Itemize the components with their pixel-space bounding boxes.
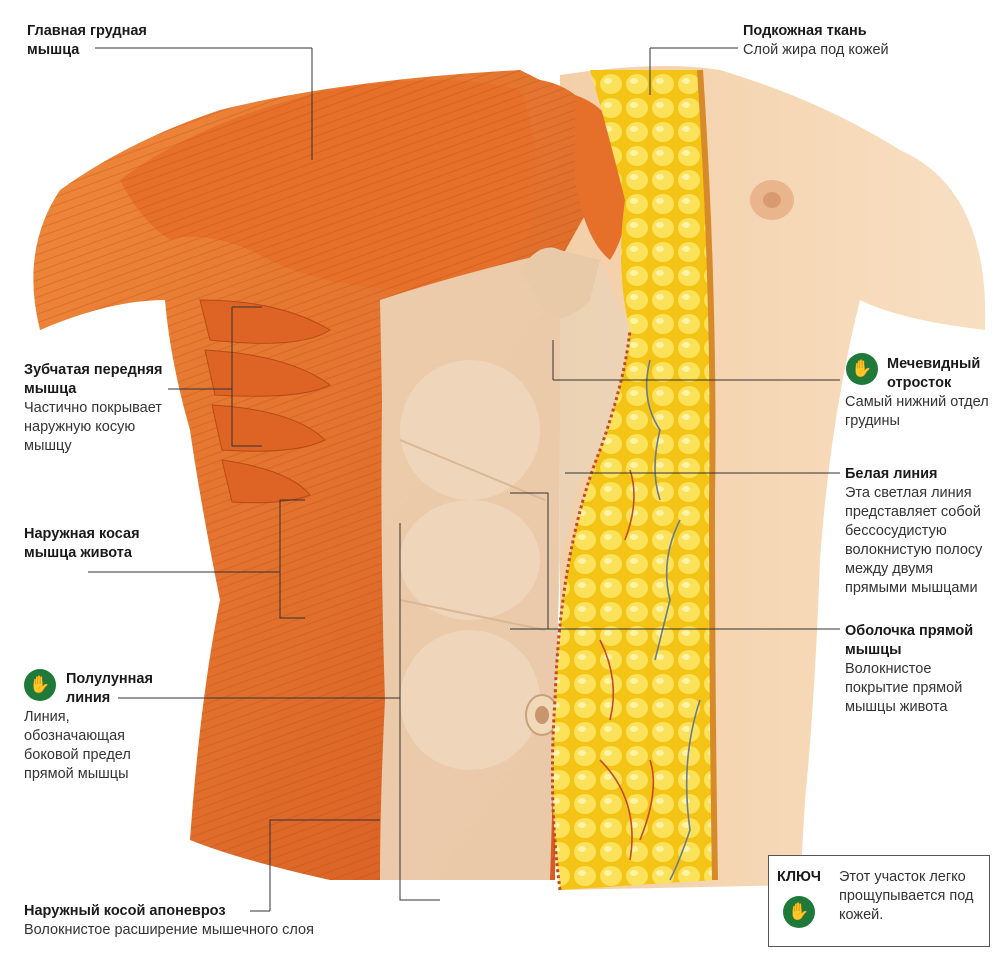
label-rectus-sheath: Оболочка прямой мышцы Волокнистое покрыт… (845, 622, 995, 717)
subcutaneous-desc: Слой жира под кожей (743, 42, 889, 58)
palpation-hand-icon: ✋ (846, 353, 878, 385)
label-subcutaneous-tissue: Подкожная ткань Слой жира под кожей (743, 22, 943, 60)
linea-alba-desc: Эта светлая линия представляет собой бес… (845, 485, 983, 596)
label-aponeurosis: Наружный косой апоневроз Волокнистое рас… (24, 902, 384, 940)
semilunar-title: Полулунная линия (66, 671, 153, 706)
key-legend-box: КЛЮЧ ✋ Этот участок легко прощупывается … (768, 855, 990, 947)
label-xiphoid-process: Мечевидный отросток Самый нижний отдел г… (845, 355, 995, 431)
external-oblique-title: Наружная косая мышца живота (24, 526, 140, 561)
serratus-desc: Частично покрывает наружную косую мышцу (24, 400, 162, 454)
aponeurosis-title: Наружный косой апоневроз (24, 903, 226, 919)
aponeurosis-desc: Волокнистое расширение мышечного слоя (24, 922, 314, 938)
xiphoid-title: Мечевидный отросток (887, 356, 981, 391)
subcutaneous-fat-layer (552, 70, 715, 890)
xiphoid-desc: Самый нижний отдел грудины (845, 394, 989, 429)
palpation-hand-icon: ✋ (24, 669, 56, 701)
key-text: Этот участок легко прощупывается под кож… (839, 869, 974, 923)
key-title: КЛЮЧ (777, 869, 821, 885)
pectoralis-title: Главная грудная мышца (27, 23, 147, 58)
label-external-oblique: Наружная косая мышца живота (24, 525, 154, 563)
subcutaneous-title: Подкожная ткань (743, 23, 867, 39)
rectus-sheath-title: Оболочка прямой мышцы (845, 623, 974, 658)
serratus-title: Зубчатая передняя мышца (24, 362, 163, 397)
linea-alba-title: Белая линия (845, 466, 938, 482)
palpation-hand-icon: ✋ (783, 896, 815, 928)
navel (525, 694, 559, 736)
label-pectoralis-major: Главная грудная мышца (27, 22, 192, 60)
label-linea-alba: Белая линия Эта светлая линия представля… (845, 465, 995, 598)
semilunar-desc: Линия, обозначающая боковой предел прямо… (24, 709, 131, 782)
label-serratus-anterior: Зубчатая передняя мышца Частично покрыва… (24, 361, 169, 456)
rectus-sheath-desc: Волокнистое покрытие прямой мышцы живота (845, 661, 963, 715)
label-semilunar-line: Полулунная линия Линия, обозначающая бок… (24, 670, 174, 784)
